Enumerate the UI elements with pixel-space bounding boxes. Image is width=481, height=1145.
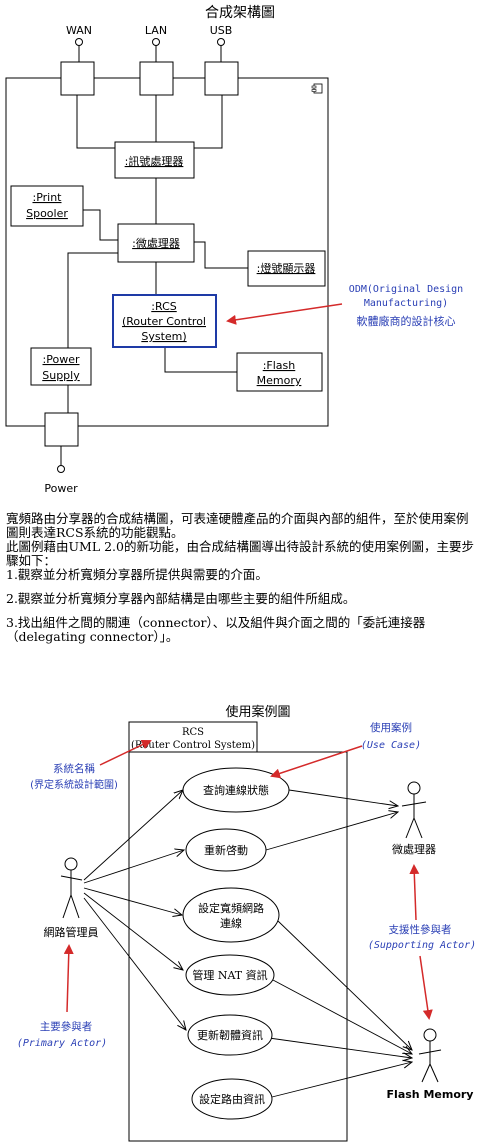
flash-actor-label: Flash Memory	[387, 1088, 474, 1101]
usecase-note-2: (Use Case)	[361, 740, 421, 751]
usecase-note-1: 使用案例	[370, 721, 412, 734]
power-supply-part	[30, 347, 92, 386]
admin-actor-icon	[60, 857, 83, 919]
rcs-label-2: (Router Control	[122, 315, 206, 328]
usecase-routing-setup	[191, 1078, 273, 1120]
diagram2-title: 使用案例圖	[225, 704, 290, 720]
signal-processor-label: :訊號處理器	[125, 154, 184, 168]
description-text: 寬頻路由分享器的合成結構圖，可表達硬體產品的介面與內部的組件，至於使用案例圖則表…	[6, 512, 476, 644]
primary-note-1: 主要參與者	[40, 1020, 93, 1033]
lan-interface-icon	[152, 38, 160, 46]
flash-memory-label-2: Memory	[257, 374, 302, 387]
usecase-query-status-label: 查詢連線狀態	[203, 783, 269, 797]
usecase-restart-label: 重新啓動	[204, 843, 248, 857]
usb-interface-icon	[217, 38, 225, 46]
print-spooler-label-2: Spooler	[26, 207, 68, 220]
step-3: 3.找出組件之間的關連（connector）、以及組件與介面之間的「委託連接器（…	[6, 615, 426, 644]
supporting-note-2: (Supporting Actor)	[368, 940, 476, 951]
step-1: 1.觀察並分析寬頻分享器所提供與需要的介面。	[6, 567, 268, 582]
odm-note-3: 軟體廠商的設計核心	[357, 314, 456, 328]
supporting-note-1: 支援性參與者	[389, 923, 452, 936]
print-spooler-label-1: :Print	[32, 191, 62, 204]
supporting-arrow-up	[409, 864, 420, 921]
usecase-routing-setup-label: 設定路由資訊	[199, 1092, 265, 1106]
usecase-update-firmware-label: 更新韌體資訊	[197, 1028, 263, 1042]
usecase-arrow	[270, 745, 363, 779]
system-name-1: RCS	[182, 727, 204, 738]
power-supply-label-2: Supply	[42, 369, 80, 382]
power-port	[44, 412, 79, 447]
lan-port	[139, 61, 174, 96]
wan-port	[60, 61, 95, 96]
usb-port	[204, 61, 239, 96]
step-2: 2.觀察並分析寬頻分享器內部結構是由哪些主要的組件所組成。	[6, 591, 356, 606]
wan-interface-icon	[75, 38, 83, 46]
system-name-2: (Router Control System)	[131, 740, 255, 751]
cpu-actor-icon	[401, 781, 427, 839]
supporting-arrow-down	[419, 955, 433, 1020]
system-name-arrow	[99, 739, 152, 766]
usecase-manage-nat	[185, 954, 275, 996]
wan-label: WAN	[66, 24, 92, 37]
power-label: Power	[44, 482, 78, 495]
usecase-restart	[185, 828, 267, 872]
usecase-broadband-setup	[182, 887, 280, 943]
primary-note-2: (Primary Actor)	[17, 1038, 107, 1049]
power-supply-label-1: :Power	[43, 353, 80, 366]
description-paragraph-1: 寬頻路由分享器的合成結構圖，可表達硬體產品的介面與內部的組件，至於使用案例圖則表…	[6, 511, 469, 540]
odm-note-2: Manufacturing)	[364, 298, 448, 309]
cpu-label: :微處理器	[132, 236, 180, 250]
usecase-broadband-setup-label-1: 設定寬頻網路	[198, 901, 264, 915]
system-name-note-2: (界定系統設計範圍)	[30, 778, 118, 791]
rcs-label-3: System)	[141, 330, 186, 343]
lan-label: LAN	[145, 24, 167, 37]
description-paragraph-2: 此圖例藉由UML 2.0的新功能，由合成結構圖導出待設計系統的使用案例圖，主要步…	[6, 539, 474, 568]
signal-processor-part	[114, 141, 195, 179]
usb-label: USB	[210, 24, 233, 37]
print-spooler-part	[10, 185, 84, 227]
diagram1-title: 合成架構圖	[205, 5, 275, 21]
led-display-label: :燈號顯示器	[257, 261, 316, 275]
system-boundary	[128, 751, 348, 1142]
associations	[83, 790, 412, 1098]
flash-memory-part	[236, 352, 323, 392]
cpu-part	[117, 223, 195, 263]
led-display-part	[247, 250, 326, 287]
odm-arrow	[226, 303, 343, 325]
power-interface-icon	[57, 465, 65, 473]
rcs-label-1: :RCS	[151, 300, 176, 313]
flash-memory-label-1: :Flash	[263, 359, 296, 372]
use-case-diagram: 使用案例圖 RCS (Router Control System) 查詢連線狀態…	[17, 704, 476, 1142]
usecase-broadband-setup-label-2: 連線	[220, 916, 242, 930]
composite-structure-diagram: 合成架構圖 WAN LAN USB	[5, 5, 463, 495]
usecase-query-status	[182, 767, 290, 813]
component-icon	[311, 83, 323, 94]
primary-arrow	[63, 944, 74, 1013]
cpu-actor-label: 微處理器	[392, 842, 436, 856]
odm-note-1: ODM(Original Design	[349, 284, 463, 295]
usecase-manage-nat-label: 管理 NAT 資訊	[192, 968, 267, 982]
system-name-note-1: 系統名稱	[53, 762, 95, 775]
rcs-part	[112, 294, 217, 348]
flash-actor-icon	[418, 1028, 442, 1083]
admin-actor-label: 網路管理員	[44, 925, 99, 939]
usecase-update-firmware	[187, 1014, 273, 1056]
connectors	[67, 95, 248, 413]
